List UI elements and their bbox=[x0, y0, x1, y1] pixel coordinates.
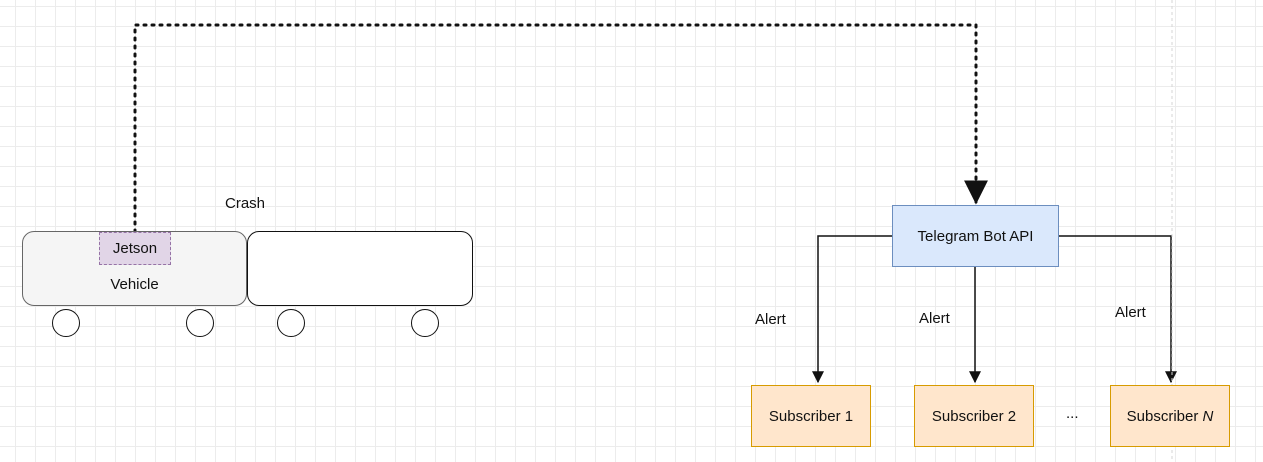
telegram-to-subscriber-1-edge bbox=[812, 235, 892, 384]
subscriber-2-label: Subscriber 2 bbox=[931, 407, 1017, 425]
subscriber-2-node[interactable]: Subscriber 2 bbox=[914, 385, 1034, 447]
vehicle-wheel-front bbox=[52, 309, 80, 337]
telegram-to-subscriber-n-edge bbox=[1059, 235, 1177, 384]
telegram-bot-api-node[interactable]: Telegram Bot API bbox=[892, 205, 1059, 267]
subscriber-n-variable: N bbox=[1202, 407, 1214, 425]
alert-label-1: Alert bbox=[755, 311, 786, 328]
subscriber-1-node[interactable]: Subscriber 1 bbox=[751, 385, 871, 447]
alert-label-3: Alert bbox=[1115, 304, 1146, 321]
crash-label: Crash bbox=[225, 195, 266, 212]
vehicle-label: Vehicle bbox=[110, 276, 159, 293]
crashed-vehicle-wheel-front bbox=[277, 309, 305, 337]
subscriber-n-node[interactable]: Subscriber N bbox=[1110, 385, 1230, 447]
jetson-label: Jetson bbox=[112, 240, 158, 257]
subscriber-n-label: Subscriber N bbox=[1127, 408, 1214, 425]
crashed-vehicle-wheel-rear bbox=[411, 309, 439, 337]
ellipsis-label: ... bbox=[1066, 405, 1079, 422]
subscriber-1-label: Subscriber 1 bbox=[768, 407, 854, 425]
vehicle-wheel-rear bbox=[186, 309, 214, 337]
subscriber-n-prefix: Subscriber bbox=[1126, 407, 1203, 425]
alert-label-2: Alert bbox=[919, 310, 950, 327]
telegram-bot-api-label: Telegram Bot API bbox=[917, 227, 1034, 245]
jetson-to-telegram-dotted-link bbox=[133, 23, 988, 234]
crashed-vehicle-node[interactable] bbox=[247, 231, 473, 306]
jetson-node[interactable]: Jetson bbox=[99, 232, 171, 265]
